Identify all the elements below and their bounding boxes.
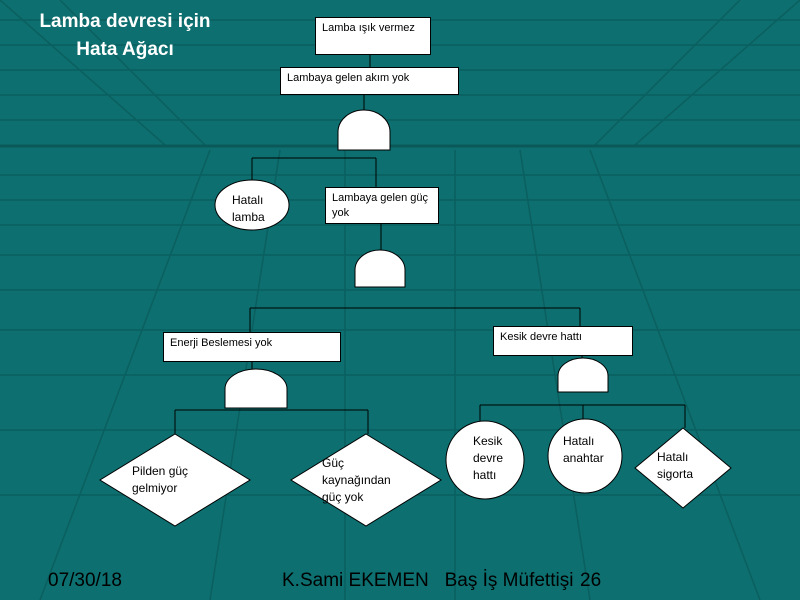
event-no-supply-box: Enerji Beslemesi yok xyxy=(163,332,341,362)
footer-author: K.Sami EKEMEN Baş İş Müfettişi xyxy=(282,570,574,591)
diamond-source xyxy=(290,433,442,527)
top-event-box: Lamba ışık vermez xyxy=(315,17,431,55)
circle-broken-wire xyxy=(445,420,525,500)
circle-faulty-switch xyxy=(547,418,623,494)
event-open-circuit-box: Kesik devre hattı xyxy=(493,326,633,356)
faulty-lamp-label: Hatalı lamba xyxy=(232,193,265,224)
event-no-power-box: Lambaya gelen güç yok xyxy=(325,187,439,224)
diamond-fuse xyxy=(634,427,732,509)
or-gate-4 xyxy=(557,357,609,393)
broken-wire-label: Kesik devre hattı xyxy=(473,434,504,482)
or-gate-2 xyxy=(354,249,406,288)
title-line-1: Lamba devresi için xyxy=(39,11,211,32)
footer-date: 07/30/18 xyxy=(48,570,122,591)
fuse-label: Hatalı sigorta xyxy=(657,450,694,481)
diamond-battery xyxy=(99,433,251,527)
or-gate-1 xyxy=(337,109,391,151)
footer-page-number: 26 xyxy=(580,570,602,591)
event-no-current-box: Lambaya gelen akım yok xyxy=(280,67,459,95)
slide-title: Lamba devresi için Hata Ağacı xyxy=(10,8,240,64)
source-label: Güç kaynağından güç yok xyxy=(322,456,391,504)
or-gate-3 xyxy=(224,368,288,409)
circle-faulty-lamp xyxy=(214,179,290,231)
faulty-switch-label: Hatalı anahtar xyxy=(563,434,604,465)
title-line-2: Hata Ağacı xyxy=(76,39,174,60)
battery-label: Pilden güç gelmiyor xyxy=(132,464,189,495)
